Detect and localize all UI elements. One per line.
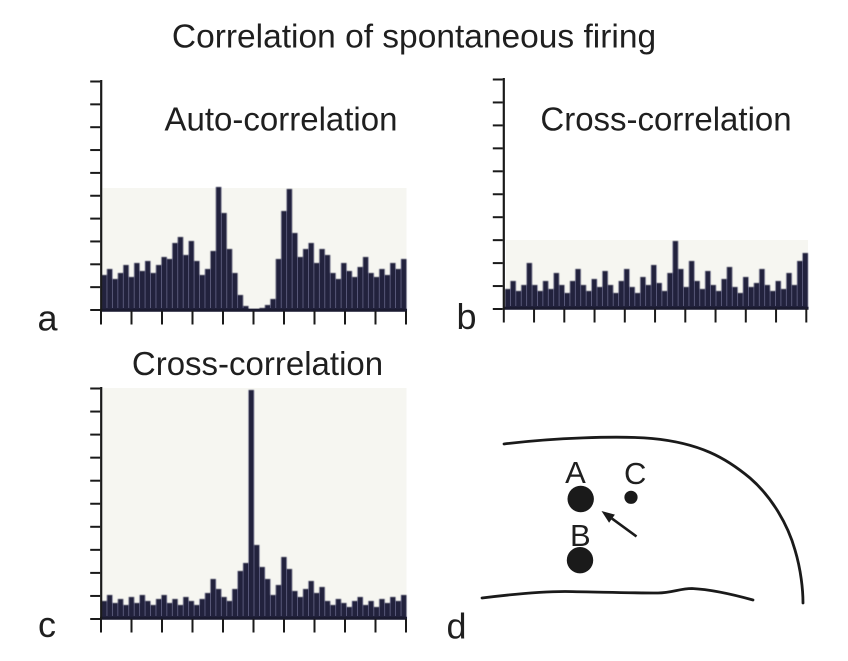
svg-text:Cross-correlation: Cross-correlation [132,345,383,382]
svg-text:Correlation of spontaneous fir: Correlation of spontaneous firing [172,19,656,56]
svg-text:A: A [565,455,586,490]
svg-text:d: d [447,606,467,647]
svg-text:Auto-correlation: Auto-correlation [165,101,398,138]
svg-text:b: b [457,296,477,337]
svg-text:C: C [624,456,646,491]
svg-text:a: a [38,298,59,339]
svg-text:c: c [38,604,56,645]
svg-text:B: B [570,518,591,553]
svg-text:Cross-correlation: Cross-correlation [540,101,791,138]
